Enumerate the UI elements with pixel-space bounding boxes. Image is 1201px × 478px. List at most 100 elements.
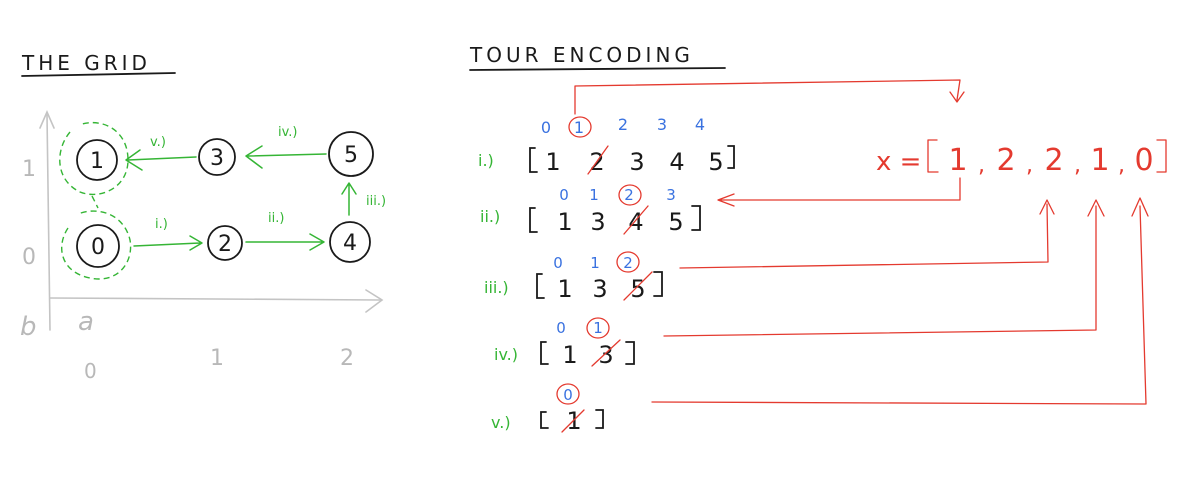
row-4-label: iv.)	[494, 345, 518, 364]
row-2-index-1: 1	[589, 186, 599, 204]
row-3-value-1: 3	[592, 275, 607, 303]
result-comma-3: ,	[1118, 153, 1125, 178]
row-5-value-0: 1	[566, 407, 581, 435]
grid-node-0	[76, 224, 120, 268]
row-3-label: iii.)	[484, 278, 509, 297]
edge-2-to-4	[245, 233, 325, 251]
y-axis-arrowhead	[39, 110, 55, 129]
x-tick-2: 2	[340, 346, 354, 371]
x-tick-0: 0	[84, 359, 97, 383]
row-1-index-3: 3	[657, 115, 667, 134]
step-label-v: v.)	[150, 135, 166, 150]
grid-node-1	[76, 139, 118, 181]
step-label-i: i.)	[155, 217, 168, 232]
row-1-label: i.)	[478, 151, 494, 170]
row-1-index-1: 1	[574, 118, 584, 137]
grid-node-2	[207, 225, 243, 261]
row-5-label: v.)	[491, 413, 511, 432]
row-4-bracket-open	[540, 341, 549, 365]
row-3-strike	[623, 271, 653, 301]
row-3-index-0: 0	[553, 254, 563, 272]
result-bracket-open	[927, 139, 939, 173]
edge-5-to-3	[245, 145, 327, 169]
step-label-iv: iv.)	[278, 125, 298, 140]
start-marker-node-0	[61, 210, 132, 280]
x-tick-1: 1	[210, 346, 224, 371]
map-arrow-row-4	[663, 199, 1105, 337]
row-4-index-0: 0	[556, 319, 566, 337]
y-tick-0: 0	[22, 245, 36, 270]
row-3-index-2: 2	[623, 254, 633, 272]
row-1-selected-circle	[568, 116, 592, 138]
result-prefix: x =	[876, 147, 921, 177]
row-4-selected-circle	[586, 317, 610, 339]
row-3-value-0: 1	[557, 275, 572, 303]
row-4-index-1: 1	[593, 319, 603, 337]
row-1-value-0: 1	[545, 148, 560, 176]
edge-0-to-2	[133, 235, 203, 251]
row-5-bracket-open	[540, 411, 549, 429]
row-4-value-1: 3	[598, 341, 613, 369]
x-axis-arrowhead	[365, 289, 384, 313]
row-5-strike	[561, 409, 585, 433]
row-3-bracket-open	[536, 273, 545, 299]
row-1-index-4: 4	[695, 115, 705, 134]
y-tick-1: 1	[22, 157, 36, 182]
row-2-value-1: 3	[590, 208, 605, 236]
result-comma-2: ,	[1074, 153, 1081, 178]
row-2-label: ii.)	[480, 207, 500, 226]
row-2-selected-circle	[618, 184, 642, 206]
grid-title: THE GRID	[21, 51, 151, 75]
row-1-value-3: 4	[669, 148, 684, 176]
link-marker	[91, 195, 99, 209]
row-2-value-3: 5	[668, 208, 683, 236]
row-2-index-3: 3	[666, 186, 676, 204]
edge-3-to-1	[125, 149, 197, 171]
grid-node-3	[198, 138, 236, 176]
row-1-index-0: 0	[541, 118, 551, 137]
result-comma-0: ,	[978, 153, 985, 178]
map-arrow-row-5	[651, 197, 1149, 405]
grid-node-3-label: 3	[210, 146, 224, 171]
row-2-index-0: 0	[559, 186, 569, 204]
start-marker-node-1	[59, 122, 129, 196]
encoding-title-underline	[469, 67, 726, 71]
row-2-bracket-open	[529, 207, 538, 233]
row-5-selected-circle	[556, 383, 580, 405]
result-value-1: 2	[996, 143, 1015, 178]
grid-node-4	[329, 221, 371, 263]
row-1-bracket-close	[727, 145, 735, 169]
row-4-bracket-close	[625, 341, 635, 365]
map-arrow-row-1	[574, 79, 965, 115]
grid-title-underline	[21, 72, 176, 77]
row-2-bracket-close	[691, 205, 701, 231]
row-5-bracket-close	[595, 409, 604, 429]
row-5-index-0: 0	[563, 386, 573, 404]
row-3-index-1: 1	[590, 254, 600, 272]
grid-node-1-label: 1	[90, 149, 104, 174]
result-value-0: 1	[948, 143, 967, 178]
row-1-value-2: 3	[629, 148, 644, 176]
row-2-value-0: 1	[557, 208, 572, 236]
map-arrow-row-3	[679, 199, 1055, 269]
row-3-value-2: 5	[630, 275, 645, 303]
result-comma-1: ,	[1026, 153, 1033, 178]
y-axis	[46, 114, 51, 331]
row-4-strike	[591, 339, 621, 367]
row-2-value-2: 4	[628, 208, 643, 236]
result-value-2: 2	[1044, 143, 1063, 178]
result-value-4: 0	[1134, 143, 1153, 178]
step-label-ii: ii.)	[268, 211, 284, 226]
grid-node-4-label: 4	[343, 231, 357, 256]
result-bracket-close	[1156, 139, 1167, 173]
row-3-selected-circle	[616, 251, 640, 273]
edge-4-to-5	[341, 182, 357, 216]
grid-node-2-label: 2	[218, 232, 232, 257]
grid-node-0-label: 0	[91, 235, 105, 260]
step-label-iii: iii.)	[366, 194, 386, 209]
row-3-bracket-close	[653, 271, 663, 297]
map-arrow-row-2	[717, 177, 961, 207]
axis-letter-b: b	[20, 312, 37, 342]
